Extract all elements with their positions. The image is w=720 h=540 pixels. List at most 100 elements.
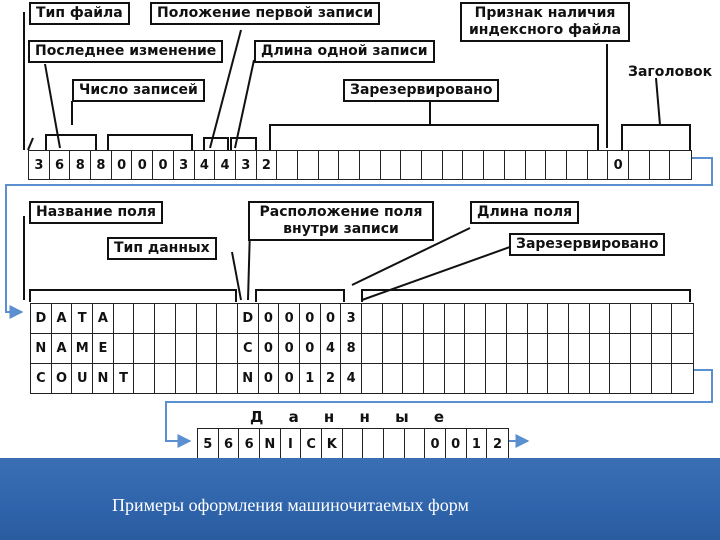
data-cell: [405, 429, 426, 459]
data-cell: 2: [492, 436, 503, 452]
field-cell: [590, 304, 611, 333]
field-cell: [383, 304, 404, 333]
header-cell: [588, 151, 609, 179]
bracket-record-count: [107, 134, 193, 150]
field-cell: [362, 334, 383, 363]
field-cell: [197, 334, 218, 363]
field-cell: 3: [341, 304, 362, 333]
label-header: Заголовок: [628, 64, 713, 80]
field-cell: [217, 304, 238, 333]
leader-reserved-2: [361, 246, 511, 301]
field-cell: [424, 304, 445, 333]
field-cell: [528, 334, 549, 363]
flow-arrow-2: [165, 369, 713, 448]
field-cell: [403, 334, 425, 363]
label-first-record-position: Положение первой записи: [150, 2, 381, 25]
leader-field-length: [351, 227, 471, 286]
field-cell: C: [31, 364, 52, 393]
field-cell: [445, 364, 466, 393]
field-cell: 0: [300, 304, 321, 333]
data-cell: 6: [219, 429, 240, 459]
field-cell: [507, 304, 528, 333]
data-cell: I: [281, 429, 302, 459]
header-cell: [381, 151, 402, 179]
data-cell: 1: [467, 429, 488, 459]
field-cell: 0: [321, 304, 342, 333]
flow-arrow-1: [5, 157, 713, 319]
bracket-first-record: [203, 137, 229, 150]
field-cell: 0: [279, 304, 300, 333]
data-cell: [384, 429, 405, 459]
field-cell: 0: [279, 364, 300, 393]
field-cell: [176, 364, 197, 393]
field-cell: [569, 334, 590, 363]
field-cell: [569, 304, 590, 333]
header-cell: 8: [91, 151, 112, 179]
field-cell: 4: [341, 364, 362, 393]
data-cell: 0: [425, 429, 446, 459]
field-cell: [217, 364, 238, 393]
field-cell: D: [238, 304, 259, 333]
field-cell: [631, 364, 652, 393]
field-cell: [486, 334, 507, 363]
data-cell: C: [301, 429, 322, 459]
header-cell: [463, 151, 485, 179]
field-cell: A: [93, 304, 114, 333]
data-cell: [363, 429, 384, 459]
field-cell: 0: [279, 334, 300, 363]
header-cell: [298, 151, 319, 179]
field-cell: [548, 304, 569, 333]
field-cell: [507, 364, 528, 393]
bracket-file-type: [27, 137, 34, 151]
header-cell: 4: [215, 151, 236, 179]
field-cell: [217, 334, 238, 363]
field-cell: [548, 364, 569, 393]
header-cell: [629, 151, 650, 179]
field-cell: 2: [321, 364, 342, 393]
header-cell: [443, 151, 464, 179]
field-cell: [134, 334, 156, 363]
file-format-diagram: Тип файла Положение первой записи Призна…: [5, 2, 713, 460]
bracket-header: [621, 124, 691, 150]
header-cell: [422, 151, 443, 179]
header-cell: [567, 151, 588, 179]
label-data-type: Тип данных: [107, 237, 217, 260]
label-reserved-header: Зарезервировано: [343, 79, 500, 102]
field-cell: [528, 364, 549, 393]
field-cell: [486, 364, 507, 393]
field-cell: D: [31, 304, 52, 333]
field-cell: [176, 334, 197, 363]
field-cell: U: [72, 364, 94, 393]
field-cell: O: [52, 364, 73, 393]
header-cell: 0: [153, 151, 174, 179]
field-cell: [590, 334, 611, 363]
bracket-field-position: [255, 289, 345, 302]
field-cell: [548, 334, 569, 363]
field-cell: [155, 304, 176, 333]
field-cell: N: [93, 364, 114, 393]
field-cell: [424, 334, 445, 363]
leader-first-record: [209, 29, 242, 149]
field-cell: M: [72, 334, 94, 363]
label-index-flag: Признак наличия индексного файла: [460, 2, 630, 42]
label-field-length: Длина поля: [470, 201, 580, 224]
header-cell: [401, 151, 423, 179]
header-cell: [546, 151, 567, 179]
header-cell: [670, 151, 691, 179]
field-cell: [445, 304, 466, 333]
leader-record-length: [234, 59, 255, 149]
header-cell: 0: [608, 151, 629, 179]
field-cell: [114, 334, 135, 363]
label-file-type: Тип файла: [29, 2, 130, 25]
data-cell: K: [322, 429, 343, 459]
field-cell: A: [52, 334, 73, 363]
field-cell: [114, 304, 135, 333]
field-cell: [155, 334, 176, 363]
field-cell: [197, 304, 218, 333]
field-cell: [445, 334, 466, 363]
field-cell: [155, 364, 176, 393]
